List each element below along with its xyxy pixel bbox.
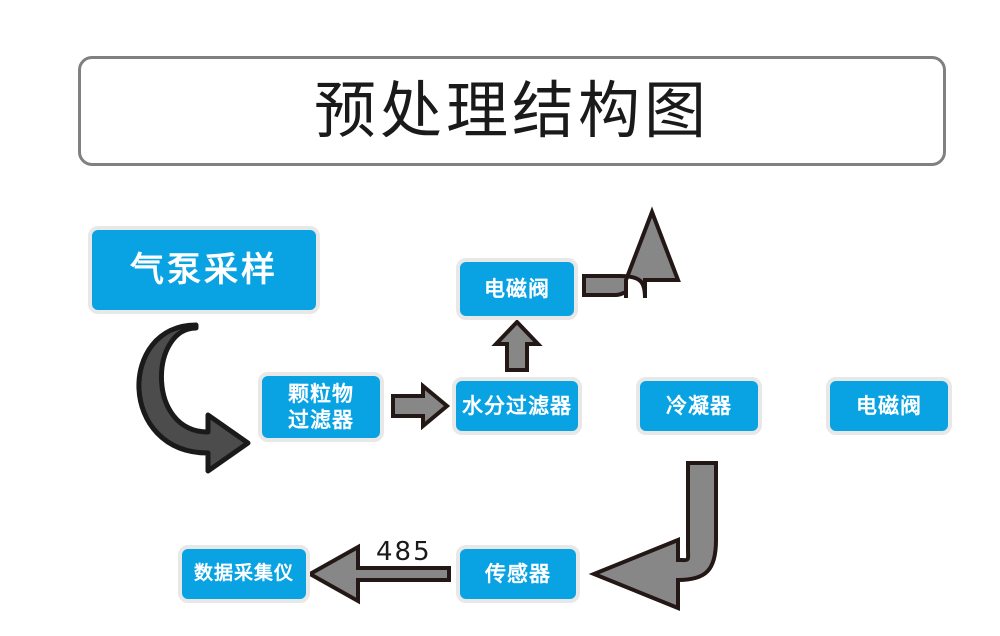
diagram-title-box: 预处理结构图 <box>78 56 946 166</box>
node-label-line1: 颗粒物 <box>288 381 354 406</box>
arrow-valve-right-to-sensor <box>588 461 718 611</box>
arrow-moisture-to-valve <box>491 319 543 372</box>
arrow-valve-to-exhaust <box>582 206 681 299</box>
node-label: 电磁阀 <box>484 276 550 301</box>
arrow-particle-to-moisture <box>391 381 451 431</box>
node-label: 颗粒物 过滤器 <box>288 381 354 434</box>
node-solenoid-valve-right[interactable]: 电磁阀 <box>826 377 952 435</box>
node-sensor[interactable]: 传感器 <box>456 545 580 603</box>
page-title: 预处理结构图 <box>313 74 710 147</box>
node-particulate-filter[interactable]: 颗粒物 过滤器 <box>258 372 384 442</box>
node-label: 数据采集仪 <box>193 562 294 585</box>
arrow-pump-to-particle <box>136 322 251 474</box>
node-pump-sampling[interactable]: 气泵采样 <box>88 226 320 314</box>
node-moisture-filter[interactable]: 水分过滤器 <box>452 377 582 435</box>
node-solenoid-valve-top[interactable]: 电磁阀 <box>456 258 578 320</box>
node-label: 冷凝器 <box>666 393 732 418</box>
edge-label-rs485: 485 <box>376 537 432 567</box>
node-data-acquisition[interactable]: 数据采集仪 <box>178 545 310 603</box>
node-label: 气泵采样 <box>130 249 278 290</box>
node-label: 传感器 <box>485 561 551 586</box>
node-condenser[interactable]: 冷凝器 <box>636 377 762 435</box>
node-label-line2: 过滤器 <box>288 408 354 432</box>
node-label: 水分过滤器 <box>462 393 572 418</box>
node-label: 电磁阀 <box>856 393 922 418</box>
